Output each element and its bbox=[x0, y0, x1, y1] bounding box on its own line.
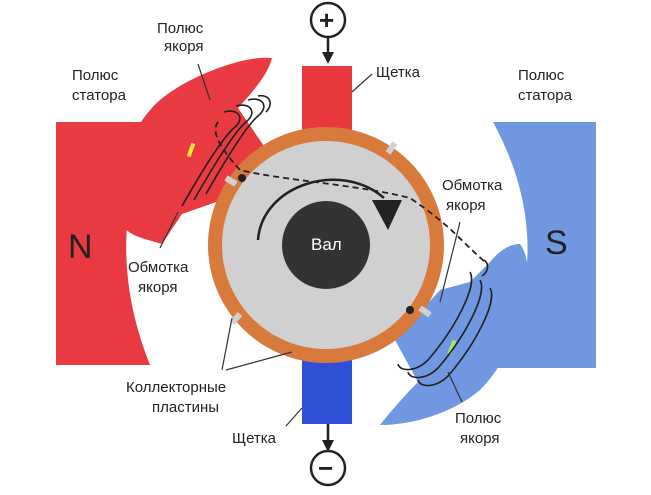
stator-pole-south bbox=[493, 122, 596, 368]
leader-armature-bottom bbox=[447, 371, 463, 403]
leader-brush-top bbox=[351, 73, 373, 93]
minus-arrow bbox=[322, 440, 334, 452]
minus-terminal bbox=[309, 449, 347, 487]
shaft-label: Вал bbox=[311, 235, 342, 254]
plus-arrow bbox=[322, 52, 334, 64]
label-armature-pole-top: Полюс якоря bbox=[157, 20, 207, 55]
brush-bottom bbox=[302, 358, 352, 424]
leader-commutator-2 bbox=[225, 351, 293, 371]
leader-armature-top bbox=[197, 63, 211, 101]
commutator-gaps bbox=[224, 141, 432, 325]
minus-symbol: − bbox=[318, 453, 333, 483]
label-armature-pole-bottom: Полюс якоря bbox=[455, 410, 505, 447]
north-letter: N bbox=[68, 228, 93, 266]
shaft bbox=[282, 201, 370, 289]
armature-pole-top-highlight bbox=[186, 142, 196, 158]
label-brush-bottom: Щетка bbox=[232, 430, 277, 447]
leader-brush-bottom bbox=[285, 407, 303, 427]
label-stator-pole-right: Полюс статора bbox=[518, 67, 573, 104]
armature-winding-bottom bbox=[397, 259, 493, 387]
brush-top bbox=[302, 66, 352, 134]
leader-winding-left bbox=[159, 211, 179, 249]
label-winding-left: Обмотка якоря bbox=[128, 259, 193, 296]
south-letter: S bbox=[545, 224, 568, 262]
plus-symbol: + bbox=[319, 5, 334, 35]
armature-pole-bottom-highlight bbox=[447, 339, 457, 355]
rotation-arrow-head bbox=[372, 200, 402, 230]
label-brush-top: Щетка bbox=[376, 64, 421, 81]
label-stator-pole-left: Полюс статора bbox=[72, 67, 127, 104]
label-commutator-plates: Коллекторные пластины bbox=[126, 379, 230, 416]
label-winding-right: Обмотка якоря bbox=[442, 177, 507, 214]
rotation-arrow bbox=[256, 178, 385, 241]
armature-pole-top bbox=[119, 57, 272, 245]
current-path bbox=[214, 121, 486, 263]
leader-commutator-1 bbox=[221, 317, 233, 371]
leader-winding-right bbox=[439, 221, 461, 303]
armature-winding-top bbox=[181, 94, 271, 207]
